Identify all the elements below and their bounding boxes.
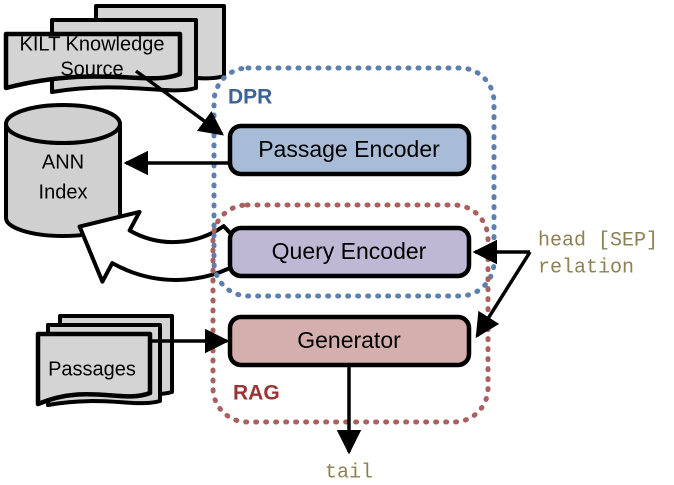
passages-label: Passages [48, 358, 136, 380]
input-label-line2: relation [538, 256, 634, 279]
kilt-label-line1: KILT Knowledge [20, 33, 165, 55]
query-encoder-label: Query Encoder [272, 238, 427, 264]
output-label: tail [325, 461, 373, 484]
input-text-label: head [SEP] relation [538, 229, 658, 279]
rag-group-label: RAG [233, 382, 280, 405]
ann-cylinder-top [4, 103, 122, 145]
edge-kilt-to-passage-encoder [134, 69, 224, 136]
node-passage-encoder[interactable]: Passage Encoder [227, 123, 472, 177]
output-text-label: tail [325, 461, 373, 484]
query-encoder-box [227, 225, 472, 279]
ann-label-line1: ANN [42, 151, 84, 173]
kilt-label-line2: Source [60, 58, 123, 80]
node-ann-index[interactable]: ANN Index [4, 103, 122, 238]
node-generator[interactable]: Generator [227, 314, 472, 368]
group-dpr[interactable]: DPR [211, 65, 497, 299]
dpr-group-label: DPR [228, 86, 272, 109]
input-label-line1: head [SEP] [538, 229, 658, 252]
passage-encoder-box [227, 123, 472, 177]
node-query-encoder[interactable]: Query Encoder [227, 225, 472, 279]
group-rag[interactable]: RAG [210, 202, 491, 425]
input-branch-to-generator-line [475, 251, 532, 339]
node-passages[interactable]: Passages [35, 314, 174, 407]
rag-dotted-border [210, 202, 491, 425]
passage-encoder-label: Passage Encoder [258, 136, 440, 162]
generator-label: Generator [297, 327, 401, 353]
ann-label-line2: Index [39, 181, 88, 203]
passages-doc-sheet-1 [35, 331, 153, 407]
kilt-to-encoder-line [134, 69, 224, 136]
edge-input-to-generator [475, 251, 532, 339]
kilt-doc-sheet-1 [3, 31, 183, 91]
node-kilt-knowledge-source[interactable]: KILT Knowledge Source [3, 4, 226, 94]
